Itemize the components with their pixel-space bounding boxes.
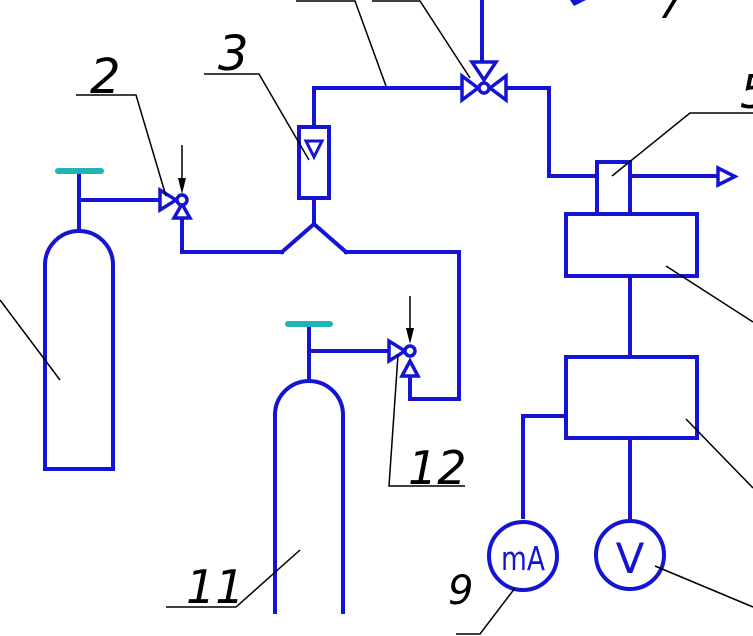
label-valve-second: 12 [408, 441, 467, 495]
leader-top-2 [372, 0, 471, 79]
gas-cylinder-1 [43, 229, 115, 471]
main-header-pipe [312, 86, 599, 178]
valve-icon [460, 60, 508, 104]
flowmeter [297, 125, 331, 200]
leader-voltmeter [654, 565, 753, 608]
valve-icon [387, 337, 421, 378]
gas-cylinder-2 [273, 379, 345, 614]
arrow-right-icon [716, 165, 739, 188]
leader-valve-left [76, 94, 167, 197]
label-top-right-partial: 7 [658, 0, 684, 28]
power-supply-block [564, 355, 699, 440]
leader-valve-second [388, 354, 465, 487]
ammeter-wire [521, 414, 568, 519]
leader-cylinder1 [0, 299, 61, 381]
leader-power [685, 418, 753, 489]
sensor-chamber [595, 160, 632, 216]
label-cylinder-second: 11 [186, 560, 245, 614]
pipe-network [77, 0, 720, 520]
label-bottom-partial: 9 [448, 568, 473, 614]
arrow-right-icon [570, 0, 586, 6]
leader-top-1 [296, 0, 387, 87]
valve-icon [158, 186, 194, 220]
flowmeter-triangle-icon [303, 139, 325, 161]
ammeter: mA [487, 520, 559, 592]
leader-sensor [611, 112, 753, 177]
cylinder1-to-valve-pipe [77, 170, 162, 232]
label-flowmeter: 3 [218, 26, 249, 82]
leader-flowmeter [204, 73, 310, 161]
leader-ammeter [456, 587, 516, 635]
leader-cylinder2 [166, 549, 301, 608]
ammeter-label: mA [501, 539, 545, 578]
cylinder2-to-valve-pipe [307, 324, 391, 382]
label-right-partial: 5 [740, 65, 753, 119]
left-branch-pipe [180, 216, 284, 254]
voltmeter-label: V [616, 534, 645, 583]
flowmeter-outlet-pipe [279, 196, 349, 255]
label-valve-left: 2 [90, 49, 121, 105]
voltmeter: V [594, 519, 666, 591]
gas-analyzer-block [564, 212, 699, 278]
leader-analyzer [665, 265, 753, 323]
right-branch-pipe [344, 250, 461, 401]
arrow-down-icon [406, 296, 414, 344]
arrow-down-icon [178, 145, 186, 194]
